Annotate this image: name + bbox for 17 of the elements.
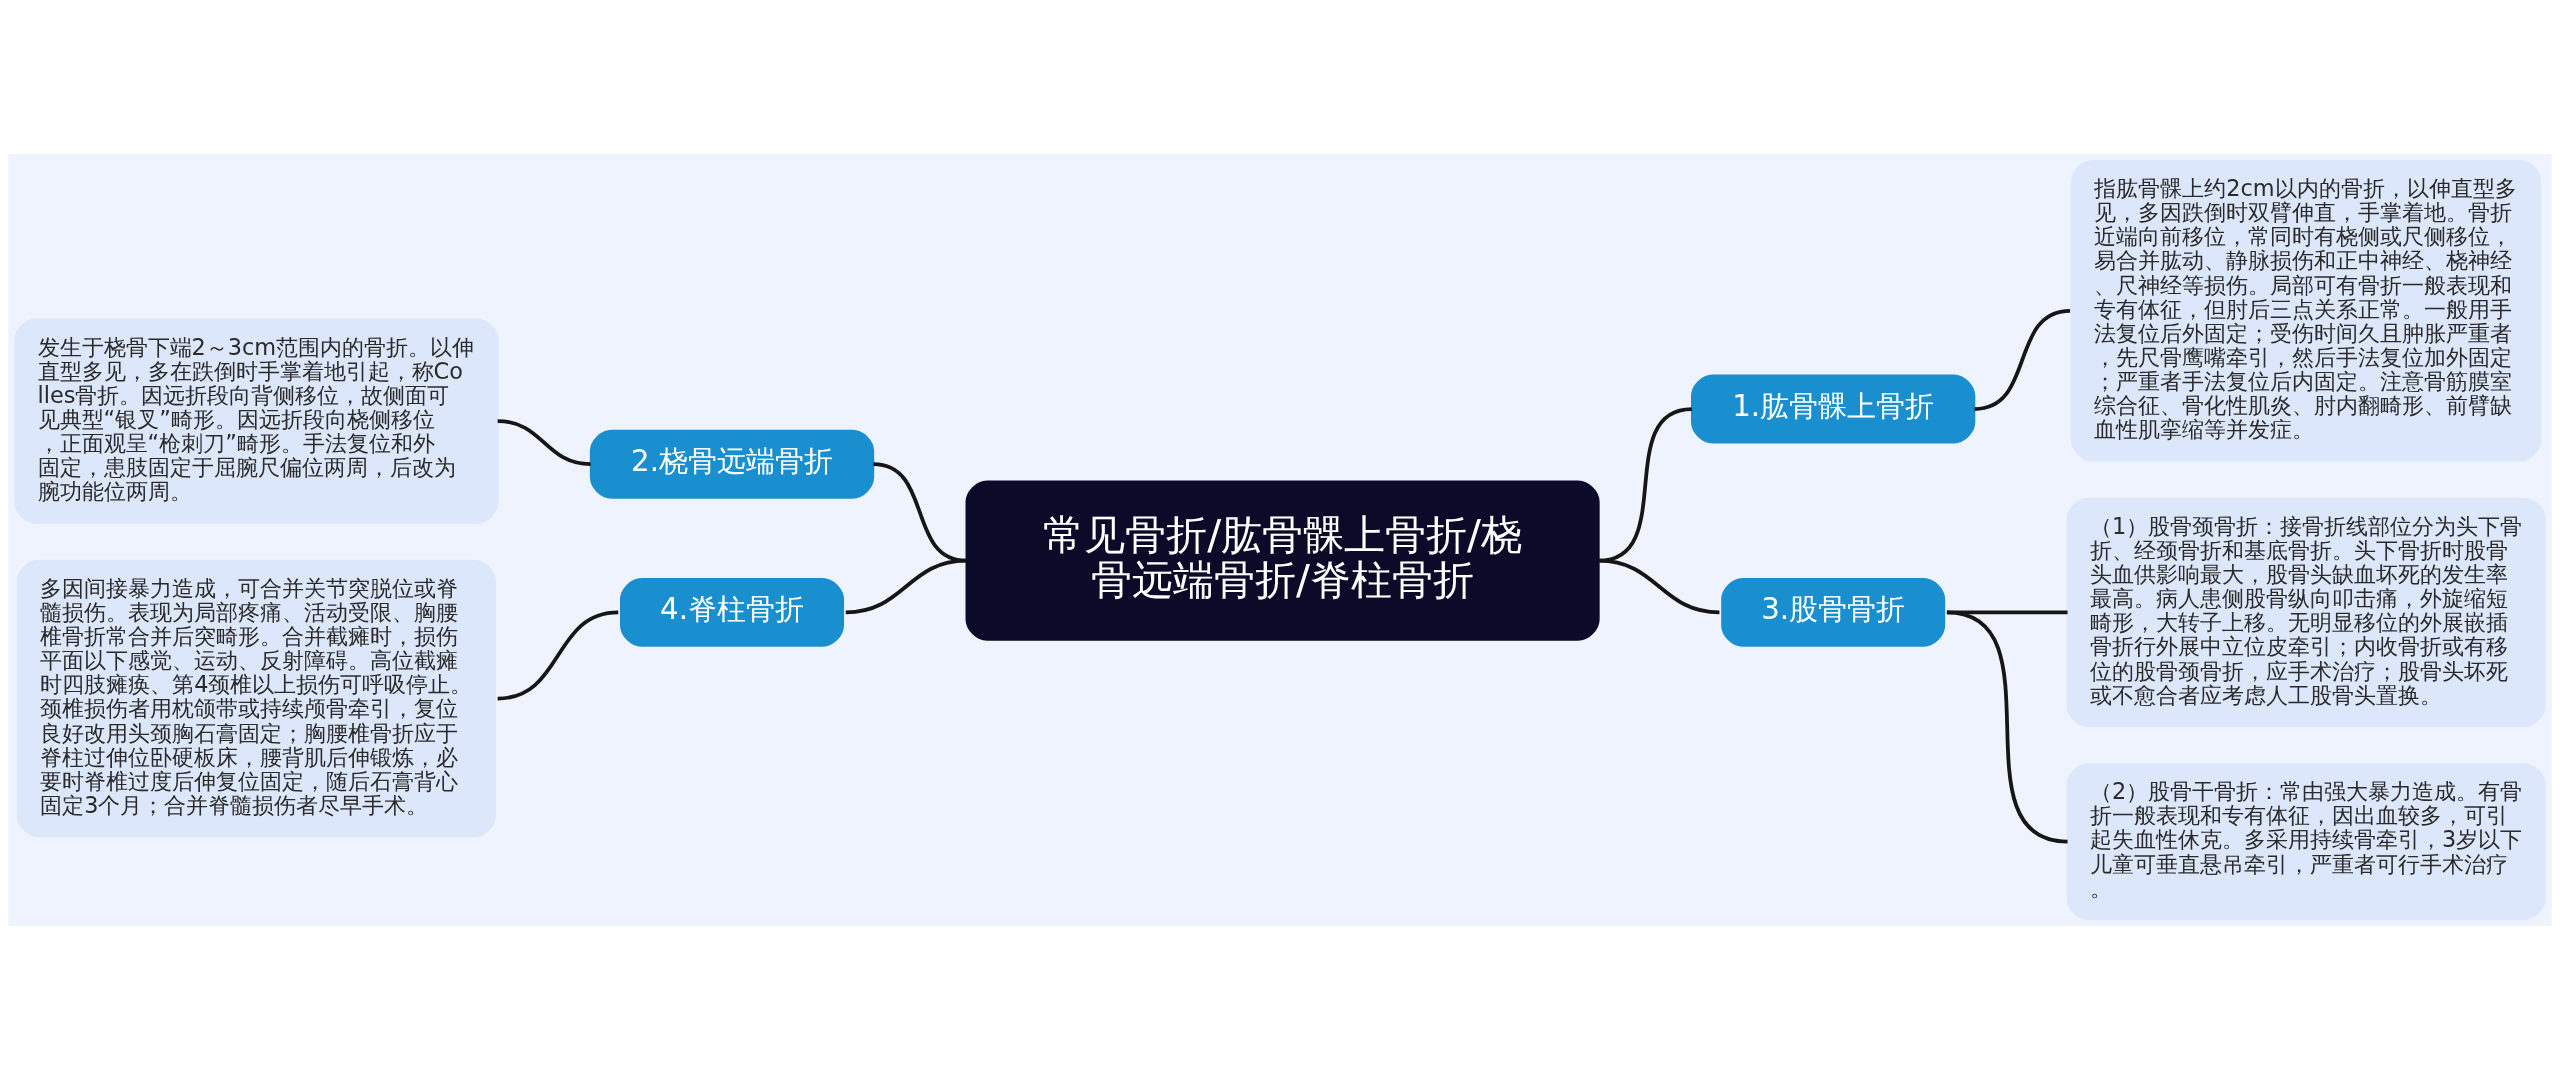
node-box: 2.桡骨远端骨折 (589, 429, 875, 499)
node-box: 多因间接暴力造成，可合并关节突脱位或脊髓损伤。表现为局部疼痛、活动受限、胸腰椎骨折常合并后突畸形。合并截瘫时，损伤平面以下感觉、运动、反射障碍。高位截瘫时四肢瘫痪、第4颈椎以上损伤可呼吸停止。颈椎损伤者用枕颌带或持续颅骨牵引，复位良好改用头颈胸石膏固定；胸腰椎骨折应于脊柱过伸位卧硬板床，腰背肌后伸锻炼，必要时脊椎过度后伸复位固定，随后石膏背心固定3个月；合并脊髓损伤者尽早手术。 (16, 559, 496, 837)
node-box: 常见骨折/肱骨髁上骨折/桡骨远端骨折/脊柱骨折 (965, 480, 1600, 641)
connector (1946, 610, 2068, 843)
node-box: （1）股骨颈骨折：接骨折线部位分为头下骨折、经颈骨折和基底骨折。头下骨折时股骨头血供影响最大，股骨头缺血坏死的发生率最高。病人患侧股骨纵向叩击痛，外旋缩短畸形，大转子上移。无明显移位的外展嵌插骨折行外展中立位皮牵引；内收骨折或有移位的股骨颈骨折，应手术治疗；股骨头坏死或不愈合者应考虑人工股骨头置换。 (2066, 497, 2546, 727)
connector (1598, 558, 1720, 614)
node-box: 指肱骨髁上约2cm以内的骨折，以伸直型多见，多因跌倒时双臂伸直，手掌着地。骨折近端向前移位，常同时有桡侧或尺侧移位，易合并肱动、静脉损伤和正中神经、桡神经、尺神经等损伤。局部可有骨折一般表现和专有体征，但肘后三点关系正常。一般用手法复位后外固定；受伤时间久且肿胀严重者，先尺骨鹰嘴牵引，然后手法复位加外固定；严重者手法复位后内固定。注意骨筋膜室综合征、骨化性肌炎、肘内翻畸形、前臂缺血性肌挛缩等并发症。 (2070, 159, 2542, 462)
connector (845, 558, 967, 614)
node-box: 4.脊柱骨折 (620, 577, 845, 647)
connector (1946, 610, 2068, 614)
node-box: 发生于桡骨下端2～3cm范围内的骨折。以伸直型多见，多在跌倒时手掌着地引起，称Colles骨折。因远折段向背侧移位，故侧面可见典型“银叉”畸形。因远折段向桡侧移位，正面观呈“枪刺刀”畸形。手法复位和外固定，患肢固定于屈腕尺偏位两周，后改为腕功能位两周。 (14, 318, 499, 524)
connector (497, 610, 619, 700)
connector (1974, 308, 2071, 411)
node-box: 1.肱骨髁上骨折 (1691, 374, 1976, 443)
node-box: （2）股骨干骨折：常由强大暴力造成。有骨折一般表现和专有体征，因出血较多，可引起失血性休克。多采用持续骨牵引，3岁以下儿童可垂直悬吊牵引，严重者可行手术治疗。 (2066, 762, 2546, 920)
node-box: 3.股骨骨折 (1721, 577, 1946, 647)
connector (497, 418, 591, 466)
